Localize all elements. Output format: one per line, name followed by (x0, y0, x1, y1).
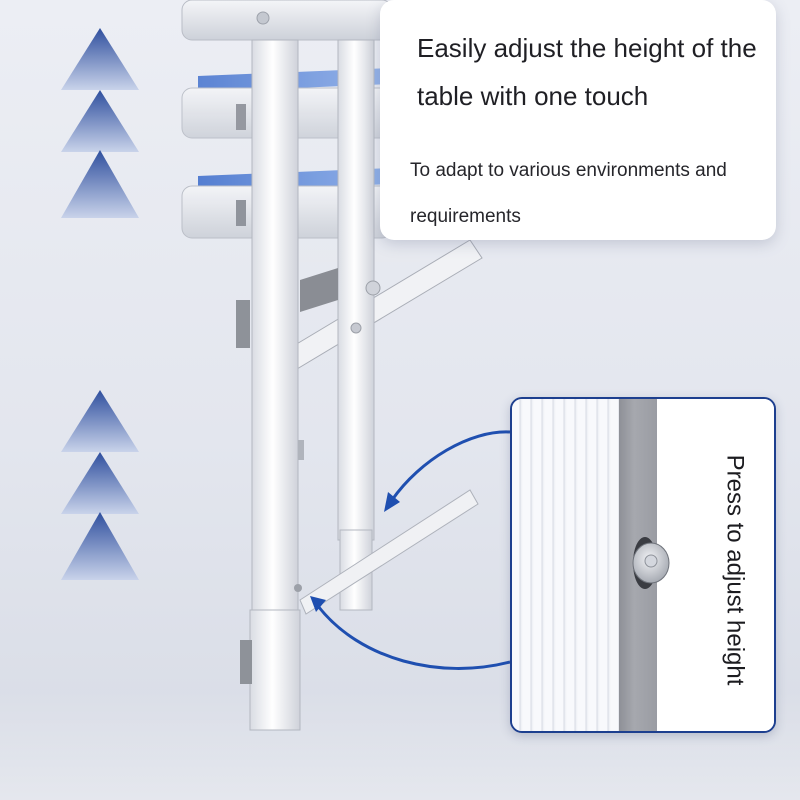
leg-panel (657, 399, 774, 731)
tabletop-high (181, 0, 393, 41)
headline: Easily adjust the height of the table wi… (417, 33, 757, 111)
press-to-adjust-label: Press to adjust height (714, 435, 754, 705)
leg-ridges (512, 399, 622, 731)
lower-up-arrows-icon (61, 390, 139, 580)
press-to-adjust-text: Press to adjust height (721, 454, 748, 686)
push-button-icon (632, 537, 670, 589)
button-closeup-card: Press to adjust height (510, 397, 776, 733)
info-card: Easily adjust the height of the table wi… (380, 0, 776, 240)
upper-up-arrows-icon (61, 28, 139, 218)
subheadline: To adapt to various environments and req… (410, 160, 727, 227)
